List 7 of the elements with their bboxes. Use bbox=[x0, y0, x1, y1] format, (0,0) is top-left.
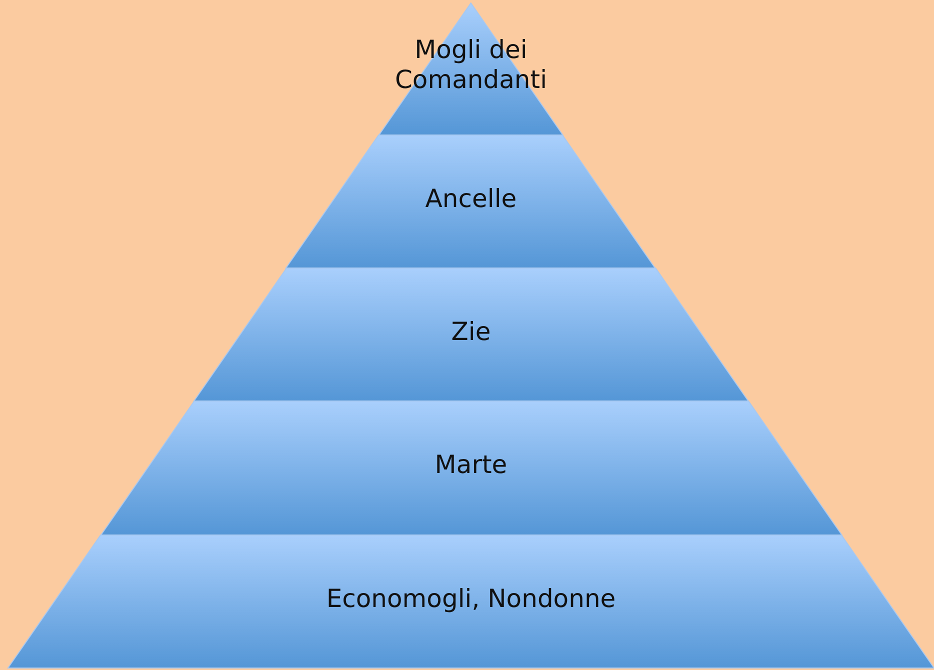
tier-label: Marte bbox=[434, 450, 508, 480]
tier-label: Ancelle bbox=[425, 184, 517, 214]
pyramid-tier bbox=[286, 135, 656, 268]
tier-label: Economogli, Nondonne bbox=[326, 584, 616, 614]
pyramid-tier bbox=[194, 268, 748, 401]
pyramid-tier bbox=[100, 401, 842, 535]
tier-label: Zie bbox=[451, 316, 491, 346]
